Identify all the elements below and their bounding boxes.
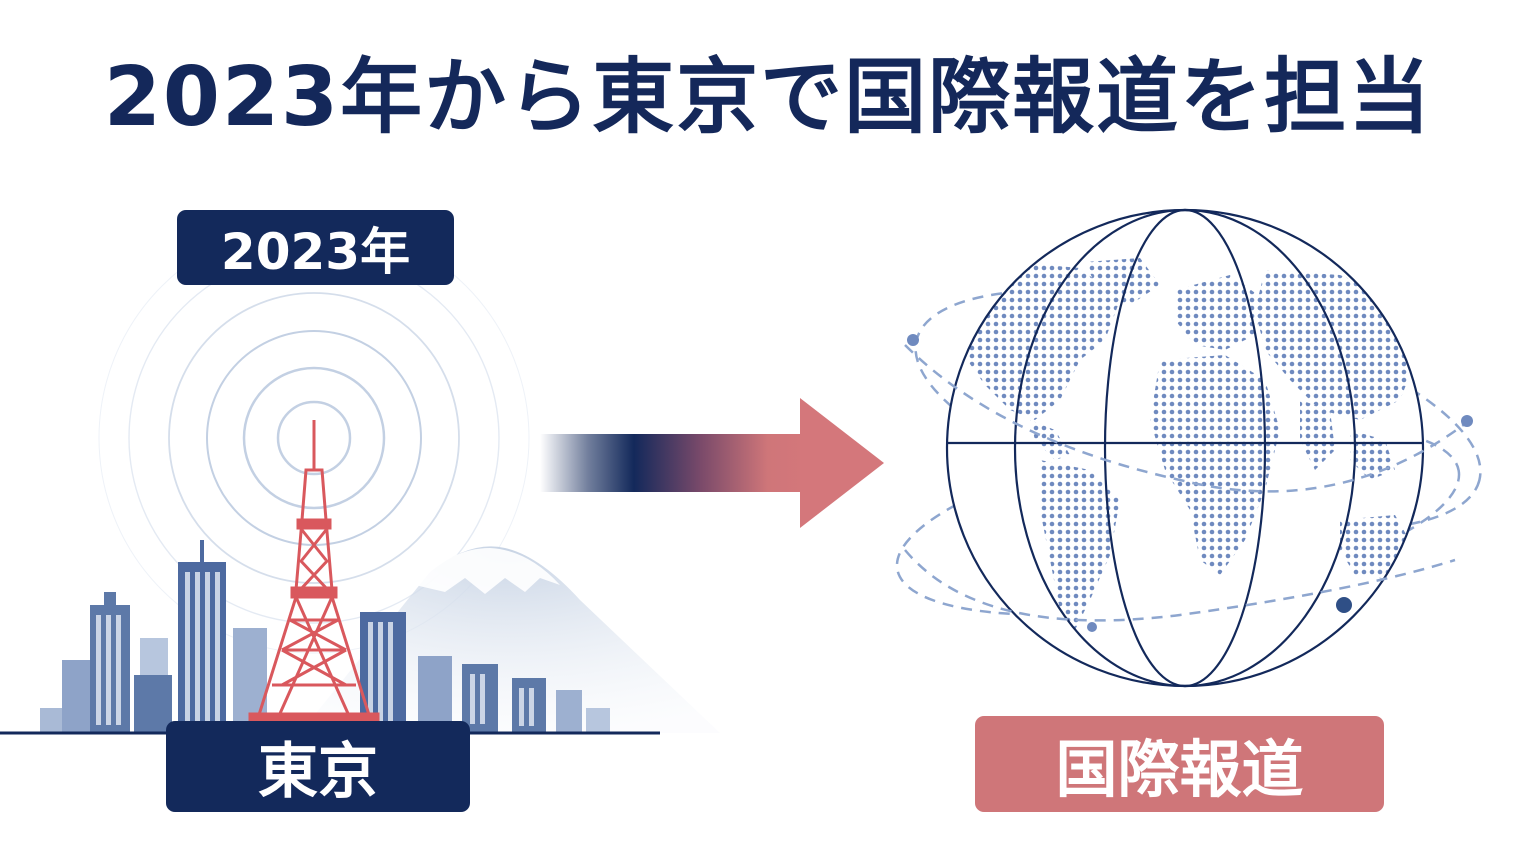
year-badge: 2023年 [177, 210, 454, 285]
page-title: 2023年から東京で国際報道を担当 [103, 50, 1433, 145]
tokyo-tower-skyline-icon [248, 420, 380, 722]
signal-rings [98, 222, 530, 654]
city-skyline [0, 540, 660, 735]
globe-icon [945, 208, 1425, 688]
arrow-right-icon [540, 398, 884, 528]
orbit-satellites [904, 334, 1473, 632]
city-badge: 東京 [166, 721, 470, 812]
topic-badge: 国際報道 [975, 716, 1384, 812]
